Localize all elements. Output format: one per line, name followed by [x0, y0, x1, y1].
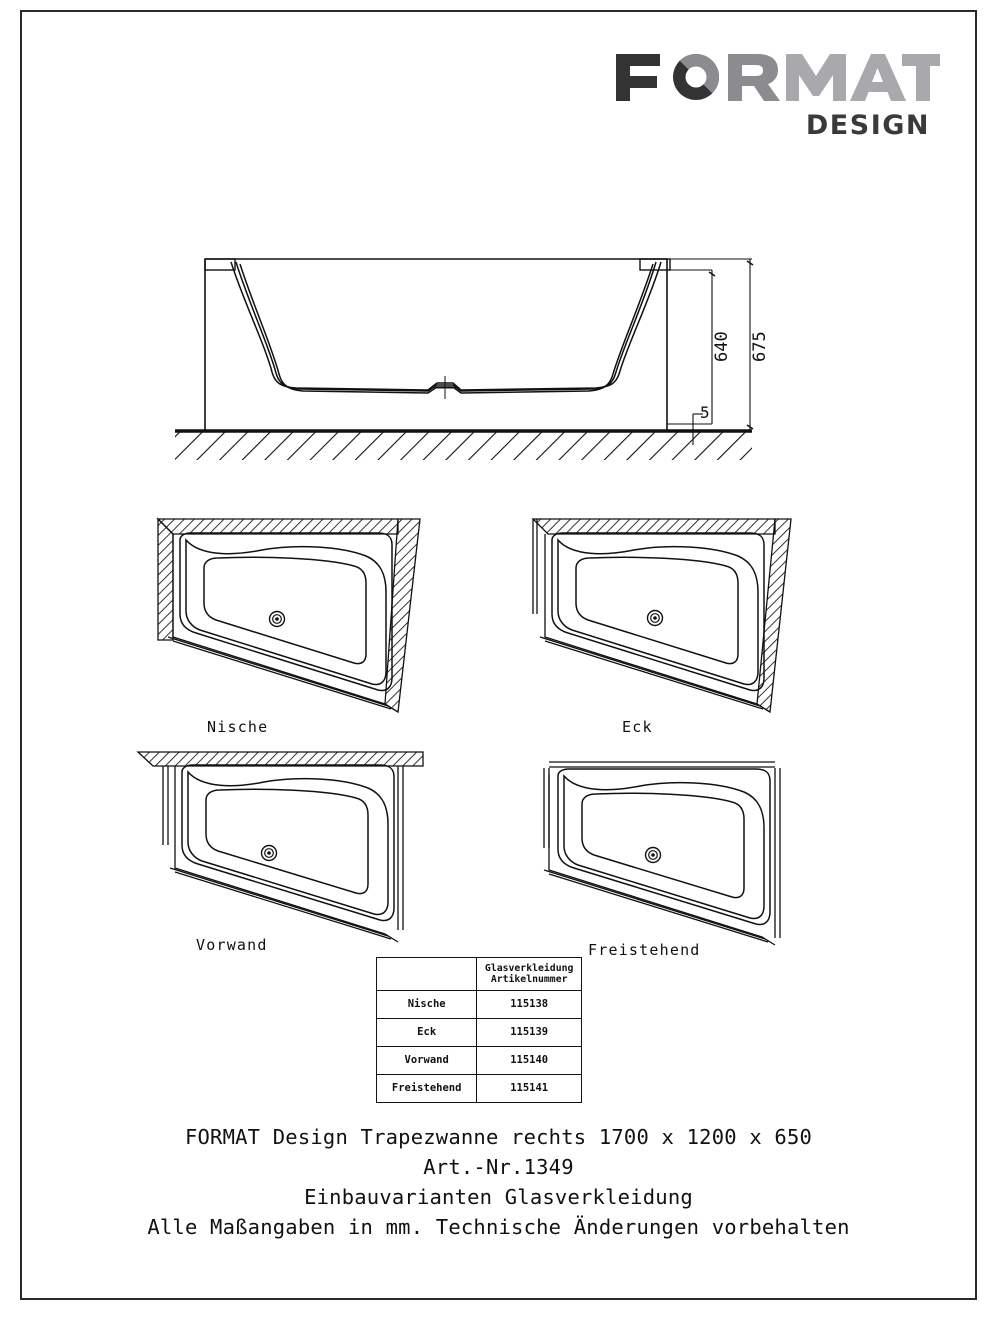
dimension-5: 5	[700, 403, 710, 422]
dimension-675: 675	[750, 331, 770, 362]
format-design-logo: DESIGN	[610, 46, 940, 142]
caption-line-3: Einbauvarianten Glasverkleidung	[304, 1185, 693, 1209]
plan-label-nische: Nische	[207, 718, 269, 736]
table-row: Nische 115138	[375, 990, 582, 1019]
table-row: Freistehend 115141	[375, 1074, 582, 1103]
drawing-caption: FORMAT Design Trapezwanne rechts 1700 x …	[20, 1122, 977, 1242]
dimension-640: 640	[712, 331, 732, 362]
table-cell-variant: Vorwand	[375, 1046, 478, 1075]
article-number-table: Glasverkleidung Artikelnummer Nische 115…	[375, 957, 582, 1103]
table-cell-variant: Eck	[375, 1018, 478, 1047]
table-header-article: Glasverkleidung Artikelnummer	[476, 957, 582, 991]
plan-label-eck: Eck	[622, 718, 653, 736]
table-cell-variant: Freistehend	[375, 1074, 478, 1103]
table-cell-article: 115139	[476, 1018, 582, 1047]
table-cell-article: 115140	[476, 1046, 582, 1075]
caption-line-4: Alle Maßangaben in mm. Technische Änderu…	[147, 1215, 850, 1239]
plan-label-freistehend: Freistehend	[588, 941, 701, 959]
table-row: Eck 115139	[375, 1018, 582, 1047]
table-header-line1: Glasverkleidung	[484, 962, 574, 974]
caption-line-2: Art.-Nr.1349	[423, 1155, 574, 1179]
table-cell-variant: Nische	[375, 990, 478, 1019]
table-cell-article: 115141	[476, 1074, 582, 1103]
plan-label-vorwand: Vorwand	[196, 936, 268, 954]
caption-line-1: FORMAT Design Trapezwanne rechts 1700 x …	[184, 1125, 813, 1149]
sheet-border	[20, 10, 977, 1300]
table-row: Vorwand 115140	[375, 1046, 582, 1075]
table-cell-article: 115138	[476, 990, 582, 1019]
table-header-blank	[375, 957, 478, 991]
logo-subtitle: DESIGN	[806, 110, 930, 141]
logo-wordmark-format	[616, 54, 940, 101]
table-header-row: Glasverkleidung Artikelnummer	[375, 957, 582, 991]
table-header-line2: Artikelnummer	[490, 974, 568, 985]
